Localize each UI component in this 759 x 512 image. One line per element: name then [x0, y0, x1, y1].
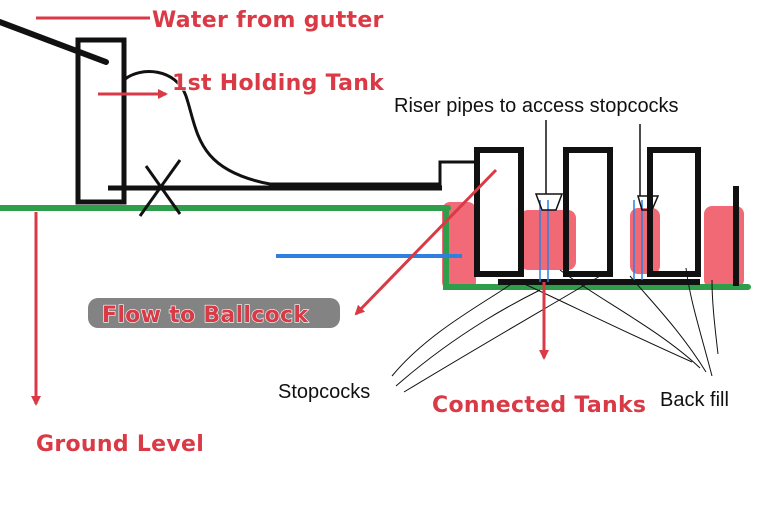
annotation-arrows [31, 16, 549, 406]
label-water-from-gutter: Water from gutter [152, 8, 384, 33]
stopcock-valve-1 [534, 193, 564, 211]
leader-lines [391, 267, 719, 393]
gutter-line [0, 19, 109, 65]
tank-3 [647, 147, 701, 277]
tank-1 [474, 147, 524, 277]
stopcock-valve-2 [637, 195, 660, 211]
label-back-fill: Back fill [660, 389, 729, 411]
flow-label-smudge [88, 298, 340, 328]
backfill-zone-1 [442, 202, 476, 290]
label-connected-tanks: Connected Tanks [432, 393, 646, 418]
holding-tank-outline [75, 37, 127, 205]
riser-pipes [539, 200, 643, 282]
ground-line [0, 205, 751, 290]
arrow-flow-to-ballcock [354, 168, 498, 316]
stopcock-markers [534, 120, 660, 211]
label-ground-level: Ground Level [36, 432, 204, 457]
connected-tanks [474, 147, 739, 286]
blocked-x-mark [138, 159, 182, 217]
overflow-pipe [123, 70, 478, 186]
tank-2 [563, 147, 613, 277]
label-riser-pipes: Riser pipes to access stopcocks [394, 95, 679, 117]
label-flow-to-ballcock: Flow to Ballcock [102, 303, 309, 328]
label-first-holding-tank: 1st Holding Tank [172, 71, 385, 96]
label-stopcocks: Stopcocks [278, 381, 370, 403]
